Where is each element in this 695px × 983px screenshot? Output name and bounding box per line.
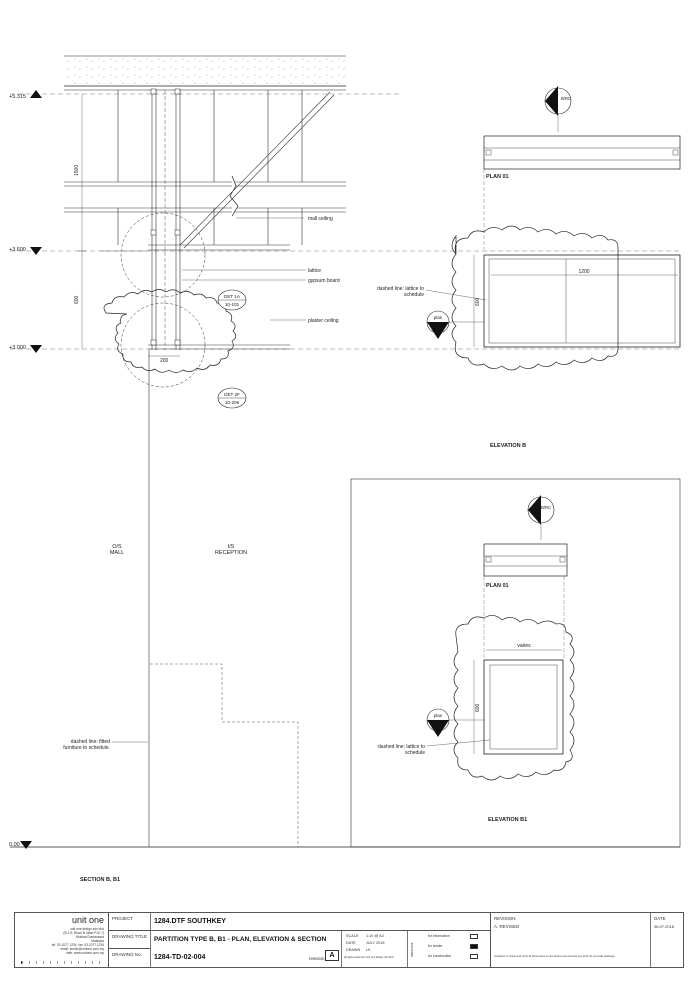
date-value: JULY 2018 bbox=[366, 941, 385, 945]
project-name: 1284.DTF SOUTHKEY bbox=[154, 918, 226, 925]
plan-01-b1-title: PLAN 01 bbox=[486, 583, 509, 589]
elevation-b1-frame bbox=[483, 659, 564, 755]
elevation-b1-title: ELEVATION B1 bbox=[488, 817, 527, 823]
section-drawing: +5.315 +3.600 +3.000 0.00 bbox=[9, 55, 680, 883]
revision-header: REVISION bbox=[494, 916, 516, 921]
label-lattice: lattice bbox=[308, 268, 321, 274]
elevation-b-cloud bbox=[451, 225, 619, 371]
drawn-value: LK bbox=[366, 948, 371, 952]
revision-cloud bbox=[103, 289, 237, 373]
elevation-b1-cloud bbox=[453, 615, 575, 781]
drawing-no-label: DRAWING No. bbox=[112, 952, 142, 957]
logo-cell: unit one unit one design sdn bhd (B-1-9,… bbox=[15, 913, 109, 967]
plan-marker-b-label: plan bbox=[434, 315, 443, 320]
level-top: +5.315 bbox=[9, 94, 26, 100]
elevation-b1-width: varies bbox=[517, 643, 531, 649]
drawn-label: DRAWN bbox=[346, 948, 361, 952]
status-construction-box[interactable] bbox=[470, 954, 478, 959]
level-ground: 0.00 bbox=[9, 842, 20, 848]
elevation-marker-b1-label: B/RC bbox=[541, 505, 551, 510]
plan-01-b1 bbox=[483, 543, 568, 577]
elevation-b1-height: 600 bbox=[475, 703, 481, 712]
label-mall-ceiling: mall ceiling bbox=[308, 216, 333, 222]
title-block: unit one unit one design sdn bhd (B-1-9,… bbox=[14, 912, 684, 968]
date-entry: 06.07.2018 bbox=[654, 924, 675, 929]
detail-2f-label: DET 2F bbox=[224, 392, 240, 397]
status-box-label: status box bbox=[410, 942, 414, 957]
furniture-outline bbox=[150, 663, 299, 847]
scale-label: SCALE bbox=[346, 934, 359, 938]
level-l2: +3.000 bbox=[9, 345, 26, 351]
level-marker-top bbox=[30, 90, 42, 98]
level-marker-l2 bbox=[30, 345, 42, 353]
drawing-number: 1284-TD-02-004 bbox=[154, 954, 206, 961]
status-tender-box[interactable] bbox=[470, 944, 478, 949]
plan-01-b bbox=[483, 135, 681, 170]
status-construction: for construction bbox=[428, 954, 452, 958]
plan-marker-b1-label: plan bbox=[434, 713, 443, 718]
detail-2f-sheet: 10-206 bbox=[225, 400, 240, 405]
scale-bar bbox=[21, 961, 104, 964]
elevation-b-width: 1200 bbox=[578, 269, 589, 275]
revision-entry: A. REVISED bbox=[494, 924, 520, 929]
revision-value: A bbox=[325, 950, 339, 961]
section-title: SECTION B, B1 bbox=[80, 877, 120, 883]
dim-1500: 1500 bbox=[74, 165, 80, 176]
elevation-b: B/RC PLAN 01 1200 600 dashed line: latti… bbox=[377, 86, 681, 449]
elevation-b1: B/RC PLAN 01 varies 600 dashed line: lat… bbox=[350, 478, 681, 848]
label-gypsum: gypsum board bbox=[308, 278, 340, 284]
break-symbol bbox=[229, 175, 239, 217]
dim-600: 600 bbox=[74, 295, 80, 304]
drawing-title-label: DRAWING TITLE bbox=[112, 934, 148, 939]
slab-hatch bbox=[64, 56, 346, 84]
status-info: for information bbox=[428, 934, 450, 938]
firm-address: unit one design sdn bhd (B-1-9, Block B … bbox=[51, 927, 104, 955]
label-plaster: plaster ceiling bbox=[308, 318, 339, 324]
status-info-box[interactable] bbox=[470, 934, 478, 939]
status-tender: for tender bbox=[428, 944, 443, 948]
elevation-marker-b-label: B/RC bbox=[561, 96, 571, 101]
level-l1: +3.600 bbox=[9, 247, 26, 253]
scale-value: 1:10 @ A3 bbox=[366, 934, 384, 938]
elevation-b1-border bbox=[350, 478, 681, 848]
plan-01-b-title: PLAN 01 bbox=[486, 174, 509, 180]
revision-label: revision bbox=[309, 956, 325, 961]
detail-1a-label: DET 1A bbox=[224, 294, 241, 299]
detail-1a-sheet: 10-101 bbox=[225, 302, 240, 307]
elevation-b-height: 600 bbox=[475, 297, 481, 306]
level-marker-l1 bbox=[30, 247, 42, 255]
drawing-title: PARTITION TYPE B, B1 - PLAN, ELEVATION &… bbox=[154, 936, 327, 943]
disclaimer-small: all rights reserved. unit one design sdn… bbox=[344, 956, 395, 959]
project-label: PROJECT bbox=[112, 916, 134, 921]
dim-200: 200 bbox=[160, 358, 169, 364]
bolt-markers bbox=[150, 88, 181, 346]
date-label: DATE bbox=[346, 941, 356, 945]
elevation-b-title: ELEVATION B bbox=[490, 443, 526, 449]
stud-frame bbox=[64, 90, 346, 350]
disclaimer: contractor to check and verify all dimen… bbox=[494, 955, 616, 958]
level-marker-ground bbox=[20, 841, 32, 849]
date-header: DATE bbox=[654, 916, 666, 921]
firm-logo: unit one bbox=[71, 915, 104, 925]
detail-circle-1 bbox=[120, 212, 206, 298]
elevation-b-frame bbox=[483, 254, 681, 348]
detail-circle-2 bbox=[120, 302, 206, 388]
